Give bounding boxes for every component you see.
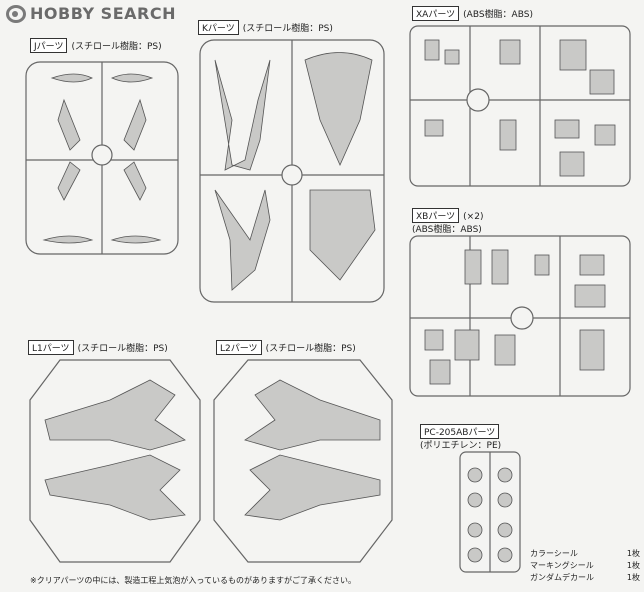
decal-count: 1枚	[626, 561, 640, 570]
xb-runner-frame	[409, 235, 631, 397]
site-logo: HOBBY SEARCH	[6, 4, 176, 23]
section-l2-material: (スチロール樹脂：PS)	[265, 344, 356, 354]
section-xb-tag: XBパーツ	[412, 208, 460, 223]
section-k-tag: Kパーツ	[198, 20, 239, 35]
decal-name: ガンダムデカール	[530, 573, 594, 582]
section-l1-material: (スチロール樹脂：PS)	[77, 344, 168, 354]
section-l1-tag: L1パーツ	[28, 340, 74, 355]
decal-list: カラーシール 1枚 マーキングシール 1枚 ガンダムデカール 1枚	[530, 548, 640, 584]
section-xb-material: (ABS樹脂：ABS)	[412, 225, 482, 235]
decal-row: ガンダムデカール 1枚	[530, 572, 640, 584]
section-l1-label: L1パーツ(スチロール樹脂：PS)	[28, 340, 168, 355]
xa-runner-frame	[409, 25, 631, 187]
section-k-material: (スチロール樹脂：PS)	[242, 24, 333, 34]
l1-runner-frame	[29, 359, 201, 563]
section-xa-material: (ABS樹脂：ABS)	[463, 10, 533, 20]
section-pc-label: PC-205ABパーツ	[420, 424, 503, 439]
section-j-material: (スチロール樹脂：PS)	[71, 42, 162, 52]
decal-count: 1枚	[626, 573, 640, 582]
section-pc-material: (ポリエチレン：PE)	[420, 441, 502, 451]
decal-row: カラーシール 1枚	[530, 548, 640, 560]
section-xa-label: XAパーツ(ABS樹脂：ABS)	[412, 6, 533, 21]
section-xb-label: XBパーツ(×2)	[412, 208, 483, 223]
section-k-label: Kパーツ(スチロール樹脂：PS)	[198, 20, 333, 35]
logo-icon	[6, 4, 26, 23]
section-l2-tag: L2パーツ	[216, 340, 262, 355]
decal-name: マーキングシール	[530, 561, 594, 570]
section-xa-tag: XAパーツ	[412, 6, 460, 21]
section-j-label: Jパーツ(スチロール樹脂：PS)	[30, 38, 162, 53]
decal-name: カラーシール	[530, 549, 578, 558]
decal-row: マーキングシール 1枚	[530, 560, 640, 572]
section-pc-tag: PC-205ABパーツ	[420, 424, 500, 439]
section-l2-label: L2パーツ(スチロール樹脂：PS)	[216, 340, 356, 355]
section-j-tag: Jパーツ	[30, 38, 68, 53]
section-xb-count: (×2)	[463, 212, 484, 222]
decal-count: 1枚	[626, 549, 640, 558]
footnote: ※クリアパーツの中には、製造工程上気泡が入っているものがありますがご了承ください…	[30, 576, 356, 585]
l2-runner-frame	[213, 359, 393, 563]
logo-text: HOBBY SEARCH	[30, 4, 176, 23]
